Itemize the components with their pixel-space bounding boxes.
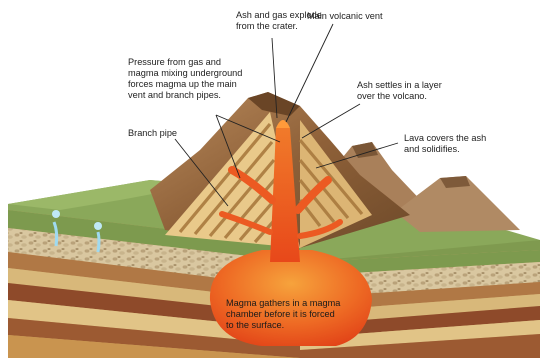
label-main-vent: Main volcanic vent — [307, 11, 383, 22]
label-lava-covers: Lava covers the ash and solidifies. — [404, 133, 486, 155]
label-magma-chamber: Magma gathers in a magma chamber before … — [226, 298, 340, 331]
label-ash-settles: Ash settles in a layer over the volcano. — [357, 80, 442, 102]
label-pressure: Pressure from gas and magma mixing under… — [128, 57, 242, 101]
label-branch-pipe: Branch pipe — [128, 128, 177, 139]
